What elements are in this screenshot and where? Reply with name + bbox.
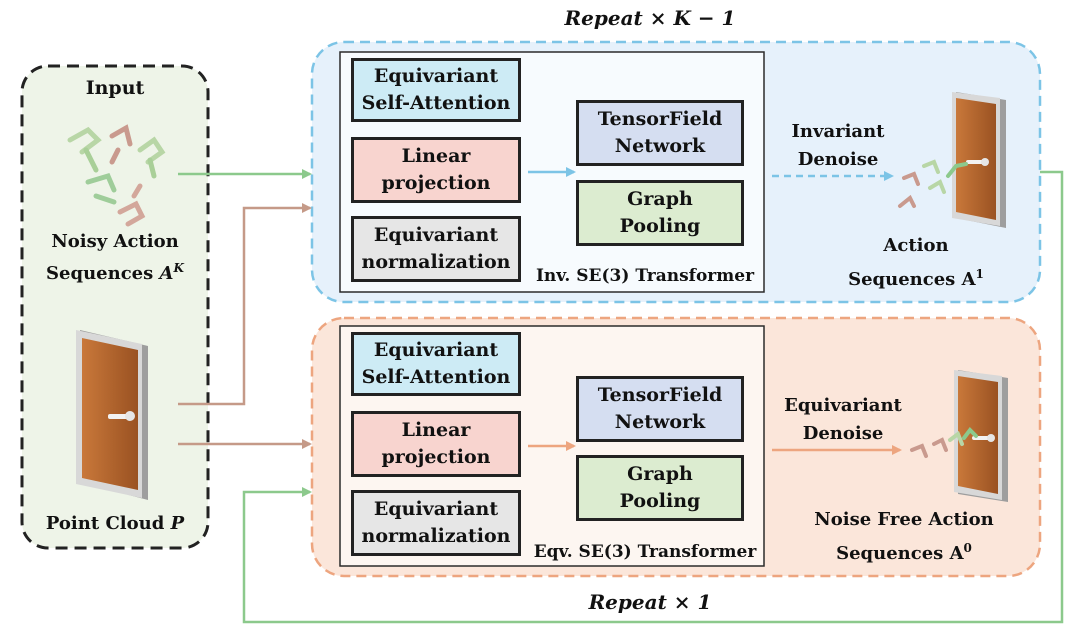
noisy-action-symbol: A	[159, 263, 174, 284]
inv-linear-line2: projection	[381, 172, 491, 194]
eqv-tensorfield-line1: TensorField	[597, 384, 723, 406]
bottom-repeat-word: Repeat	[588, 590, 667, 614]
inv-normalization-block: Equivariant normalization	[351, 216, 521, 282]
top-repeat-count: × K − 1	[642, 6, 736, 30]
input-title: Input	[85, 77, 145, 99]
noisy-action-line2: Sequences AK	[32, 255, 198, 287]
inv-graph-pooling-block: Graph Pooling	[576, 180, 744, 246]
bottom-repeat-label: Repeat × 1	[540, 588, 760, 616]
inv-self-attention-block: Equivariant Self-Attention	[351, 58, 521, 122]
eqv-pooling-line2: Pooling	[619, 490, 701, 512]
equivariant-denoise-line1: Equivariant	[784, 395, 902, 416]
eqv-transformer-label: Eqv. SE(3) Transformer	[533, 542, 757, 562]
equivariant-output-line2: Sequences A0	[806, 534, 1002, 568]
inv-tensorfield-line2: Network	[614, 135, 706, 157]
input-panel	[20, 64, 210, 550]
equivariant-output-line1: Noise Free Action	[814, 509, 994, 530]
eqv-norm-line1: Equivariant	[373, 498, 499, 520]
inv-norm-line2: normalization	[361, 251, 511, 273]
invariant-output-line1: Action	[883, 235, 949, 256]
eqv-graph-pooling-block: Graph Pooling	[576, 455, 744, 521]
inv-linear-line1: Linear	[401, 145, 471, 167]
eqv-linear-line2: projection	[381, 446, 491, 468]
top-repeat-label: Repeat × K − 1	[520, 4, 780, 32]
repeat-feedback-loop	[242, 170, 1064, 624]
inv-pooling-line1: Graph	[627, 188, 693, 210]
point-cloud-symbol: P	[170, 513, 185, 534]
equivariant-output-door-icon	[910, 370, 1008, 502]
eqv-tensorfield-line2: Network	[614, 411, 706, 433]
noisy-action-sequences-icon	[67, 124, 166, 227]
noisy-action-superscript: K	[173, 261, 184, 275]
inv-self-attention-line1: Equivariant	[373, 65, 499, 87]
equivariant-denoise-line2: Denoise	[802, 423, 884, 444]
eqv-linear-projection-block: Linear projection	[351, 411, 521, 477]
equivariant-denoise-label: Equivariant Denoise	[770, 392, 916, 448]
eqv-self-attention-line1: Equivariant	[373, 339, 499, 361]
inv-linear-projection-block: Linear projection	[351, 137, 521, 203]
point-cloud-door-icon	[76, 330, 148, 500]
point-cloud-label: Point Cloud P	[32, 510, 198, 538]
eqv-tensorfield-block: TensorField Network	[576, 376, 744, 442]
invariant-output-superscript: 1	[975, 267, 984, 281]
eqv-norm-line2: normalization	[361, 525, 511, 547]
inv-tensorfield-line1: TensorField	[597, 108, 723, 130]
noisy-action-line1: Noisy Action	[51, 231, 179, 252]
noisy-action-sequences-word: Sequences	[46, 263, 160, 284]
equivariant-output-text: Sequences A	[836, 543, 964, 564]
invariant-denoise-label: Invariant Denoise	[770, 118, 906, 174]
eqv-self-attention-line2: Self-Attention	[361, 366, 511, 388]
eqv-normalization-block: Equivariant normalization	[351, 490, 521, 556]
equivariant-output-superscript: 0	[963, 541, 972, 555]
invariant-output-line2: Sequences A1	[836, 260, 996, 294]
inv-norm-line1: Equivariant	[373, 224, 499, 246]
invariant-denoise-line1: Invariant	[791, 121, 885, 142]
eqv-linear-line1: Linear	[401, 419, 471, 441]
top-repeat-word: Repeat	[564, 6, 643, 30]
invariant-denoise-line2: Denoise	[797, 149, 879, 170]
point-cloud-word: Point Cloud	[45, 513, 171, 534]
inv-tensorfield-block: TensorField Network	[576, 100, 744, 166]
inv-self-attention-line2: Self-Attention	[361, 92, 511, 114]
pointcloud-to-invariant-arrow	[178, 203, 312, 406]
bottom-repeat-count: × 1	[666, 590, 712, 614]
invariant-output-door-icon	[898, 92, 1006, 228]
inv-transformer-label: Inv. SE(3) Transformer	[535, 266, 755, 286]
invariant-output-text: Sequences A	[848, 269, 976, 290]
eqv-self-attention-block: Equivariant Self-Attention	[351, 332, 521, 396]
inv-pooling-line2: Pooling	[619, 215, 701, 237]
invariant-output-label: Action Sequences A1	[836, 232, 996, 294]
eqv-pooling-line1: Graph	[627, 463, 693, 485]
noisy-action-label: Noisy Action Sequences AK	[32, 228, 198, 287]
equivariant-output-label: Noise Free Action Sequences A0	[806, 506, 1002, 568]
